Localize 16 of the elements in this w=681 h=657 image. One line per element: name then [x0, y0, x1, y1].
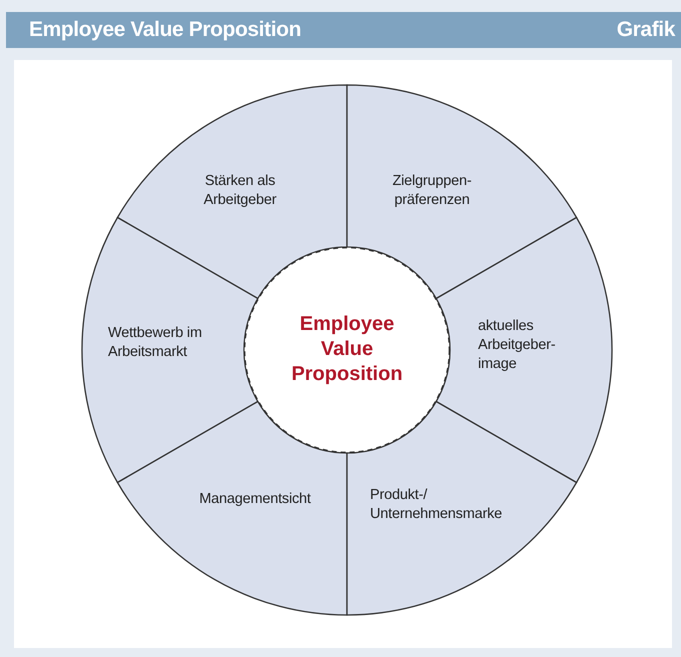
ring-segment [117, 85, 347, 299]
center-label: Employee Value Proposition [290, 312, 404, 387]
segment-label: Wettbewerb im Arbeitsmarkt [108, 324, 203, 362]
header-label: Grafik [616, 17, 675, 43]
segment-label: Produkt-/ Unternehmensmarke [370, 486, 503, 524]
ring-segment [117, 401, 347, 615]
header-title: Employee Value Proposition [29, 17, 302, 43]
segment-label: aktuelles Arbeitgeber- image [478, 317, 556, 374]
segment-label: Managementsicht [198, 490, 312, 509]
segment-label: Stärken als Arbeitgeber [202, 172, 278, 210]
ring-segment [347, 85, 577, 299]
segment-label: Zielgruppen- präferenzen [391, 172, 472, 210]
center-circle [244, 247, 450, 453]
ring-segment [436, 217, 612, 483]
ring-segment [82, 217, 258, 483]
ring-segment [347, 401, 577, 615]
